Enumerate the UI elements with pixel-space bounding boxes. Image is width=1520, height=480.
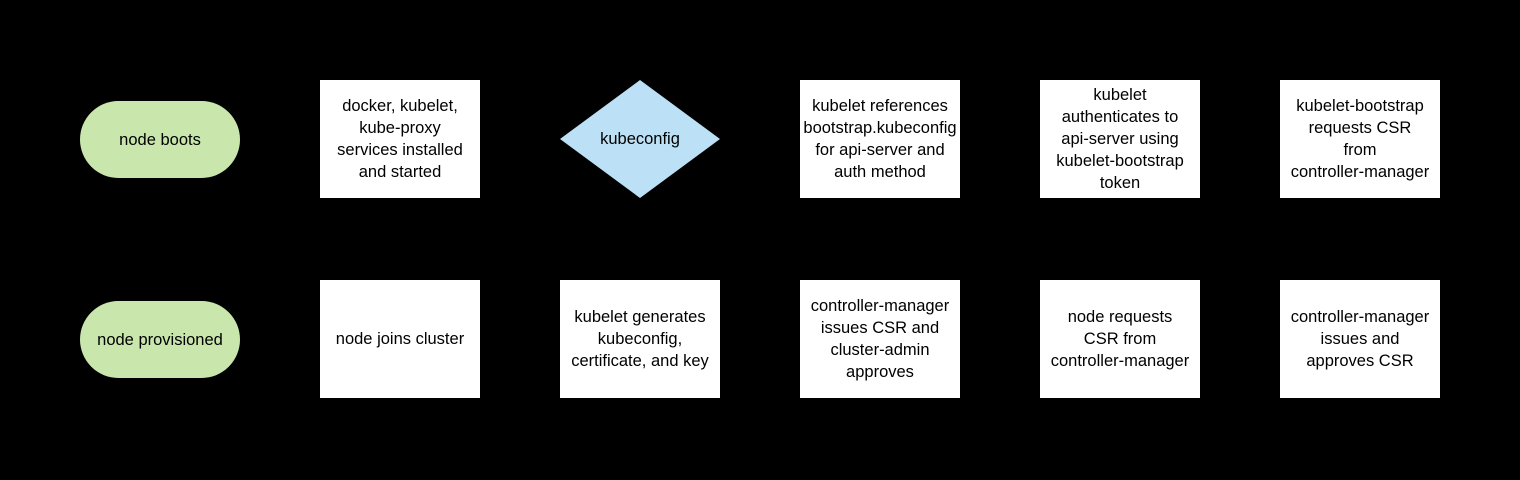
terminal-node-provisioned: node provisioned [80,301,240,378]
process-kubelet-bootstrap-requests-csr: kubelet-bootstrap requests CSR from cont… [1280,80,1440,198]
terminal-node-provisioned-label: node provisioned [97,330,223,349]
process-controller-manager-issues-and-approves-csr-label: controller-manager issues and approves C… [1290,308,1430,370]
terminal-node-boots: node boots [80,101,240,178]
process-kubelet-references-bootstrap-kubeconfig: kubelet references bootstrap.kubeconfig … [800,80,960,198]
decision-kubeconfig: kubeconfig [560,80,720,198]
process-controller-manager-issues-csr-cluster-admin-approves: controller-manager issues CSR and cluste… [800,280,960,398]
decision-kubeconfig-label: kubeconfig [600,130,680,148]
process-kubelet-authenticates-to-api-server-label: kubelet authenticates to api-server usin… [1056,86,1184,192]
process-services-installed-started-label: docker, kubelet, kube-proxy services ins… [337,97,463,181]
process-node-requests-csr: node requests CSR from controller-manage… [1040,280,1200,398]
process-node-requests-csr-label: node requests CSR from controller-manage… [1050,308,1190,370]
process-kubelet-references-bootstrap-kubeconfig-label: kubelet references bootstrap.kubeconfig … [803,97,957,181]
terminal-node-boots-label: node boots [119,130,201,149]
process-node-joins-cluster: node joins cluster [320,280,480,398]
process-kubelet-generates-kubeconfig-label: kubelet generates kubeconfig, certificat… [571,308,709,370]
process-controller-manager-issues-csr-cluster-admin-approves-label: controller-manager issues CSR and cluste… [810,297,950,381]
process-kubelet-generates-kubeconfig: kubelet generates kubeconfig, certificat… [560,280,720,398]
process-kubelet-bootstrap-requests-csr-label: kubelet-bootstrap requests CSR from cont… [1290,97,1430,181]
process-controller-manager-issues-and-approves-csr: controller-manager issues and approves C… [1280,280,1440,398]
process-node-joins-cluster-label: node joins cluster [335,330,465,348]
process-services-installed-started: docker, kubelet, kube-proxy services ins… [320,80,480,198]
process-kubelet-authenticates-to-api-server: kubelet authenticates to api-server usin… [1040,80,1200,198]
